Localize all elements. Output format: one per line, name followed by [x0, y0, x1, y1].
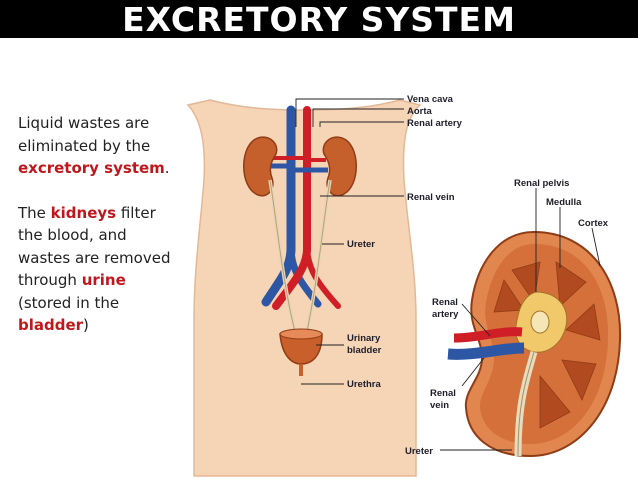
title-bar: EXCRETORY SYSTEM [0, 0, 638, 39]
label-kidney-renal-vein-line1: Renal [430, 388, 456, 399]
kidney-cross-section [447, 230, 622, 458]
highlight-bladder: bladder [18, 316, 84, 334]
label-kidney-renal-artery-line1: Renal [432, 297, 458, 308]
highlight-urine: urine [81, 271, 126, 289]
text-run: filter the blood, and wastes are removed… [18, 203, 171, 290]
label-ureter: Ureter [347, 239, 375, 250]
label-vena-cava: Vena cava [407, 94, 454, 105]
label-kidney-renal-artery-line2: artery [432, 309, 459, 320]
text-run: Liquid wastes are eliminated by the [18, 114, 151, 155]
description-text: Liquid wastes are eliminated by the excr… [18, 112, 178, 337]
pelvis-center [530, 310, 550, 334]
label-urinary-bladder-line2: bladder [347, 345, 382, 356]
highlight-kidneys: kidneys [50, 203, 117, 222]
kidney-renal-vein [447, 342, 525, 360]
label-urinary-bladder-line1: Urinary [347, 333, 381, 344]
text-run: The [18, 203, 51, 222]
paragraph-2: The kidneys filter the blood, and wastes… [18, 202, 178, 337]
highlight-excretory-system: excretory system [18, 159, 165, 177]
label-cortex: Cortex [578, 218, 609, 229]
paragraph-1: Liquid wastes are eliminated by the excr… [18, 112, 178, 180]
label-renal-pelvis: Renal pelvis [514, 178, 569, 189]
kidney-renal-artery [453, 327, 523, 343]
medullary-pyramids [493, 261, 601, 429]
label-renal-vein: Renal vein [407, 192, 455, 203]
body-leader-lines [295, 98, 404, 385]
label-aorta: Aorta [407, 106, 433, 117]
text-run: . [164, 159, 170, 177]
renal-vessels-body [268, 156, 328, 173]
label-renal-artery: Renal artery [407, 118, 463, 129]
label-kidney-renal-vein-line2: vein [430, 400, 449, 411]
label-medulla: Medulla [546, 197, 582, 208]
kidney-leader-lines [440, 188, 601, 451]
bladder-rim [279, 328, 323, 340]
text-run: (stored in the [18, 293, 120, 312]
text-run: ) [83, 316, 89, 334]
label-kidney-ureter: Ureter [405, 446, 433, 457]
page-title: EXCRETORY SYSTEM [122, 0, 516, 39]
label-urethra: Urethra [347, 379, 382, 390]
